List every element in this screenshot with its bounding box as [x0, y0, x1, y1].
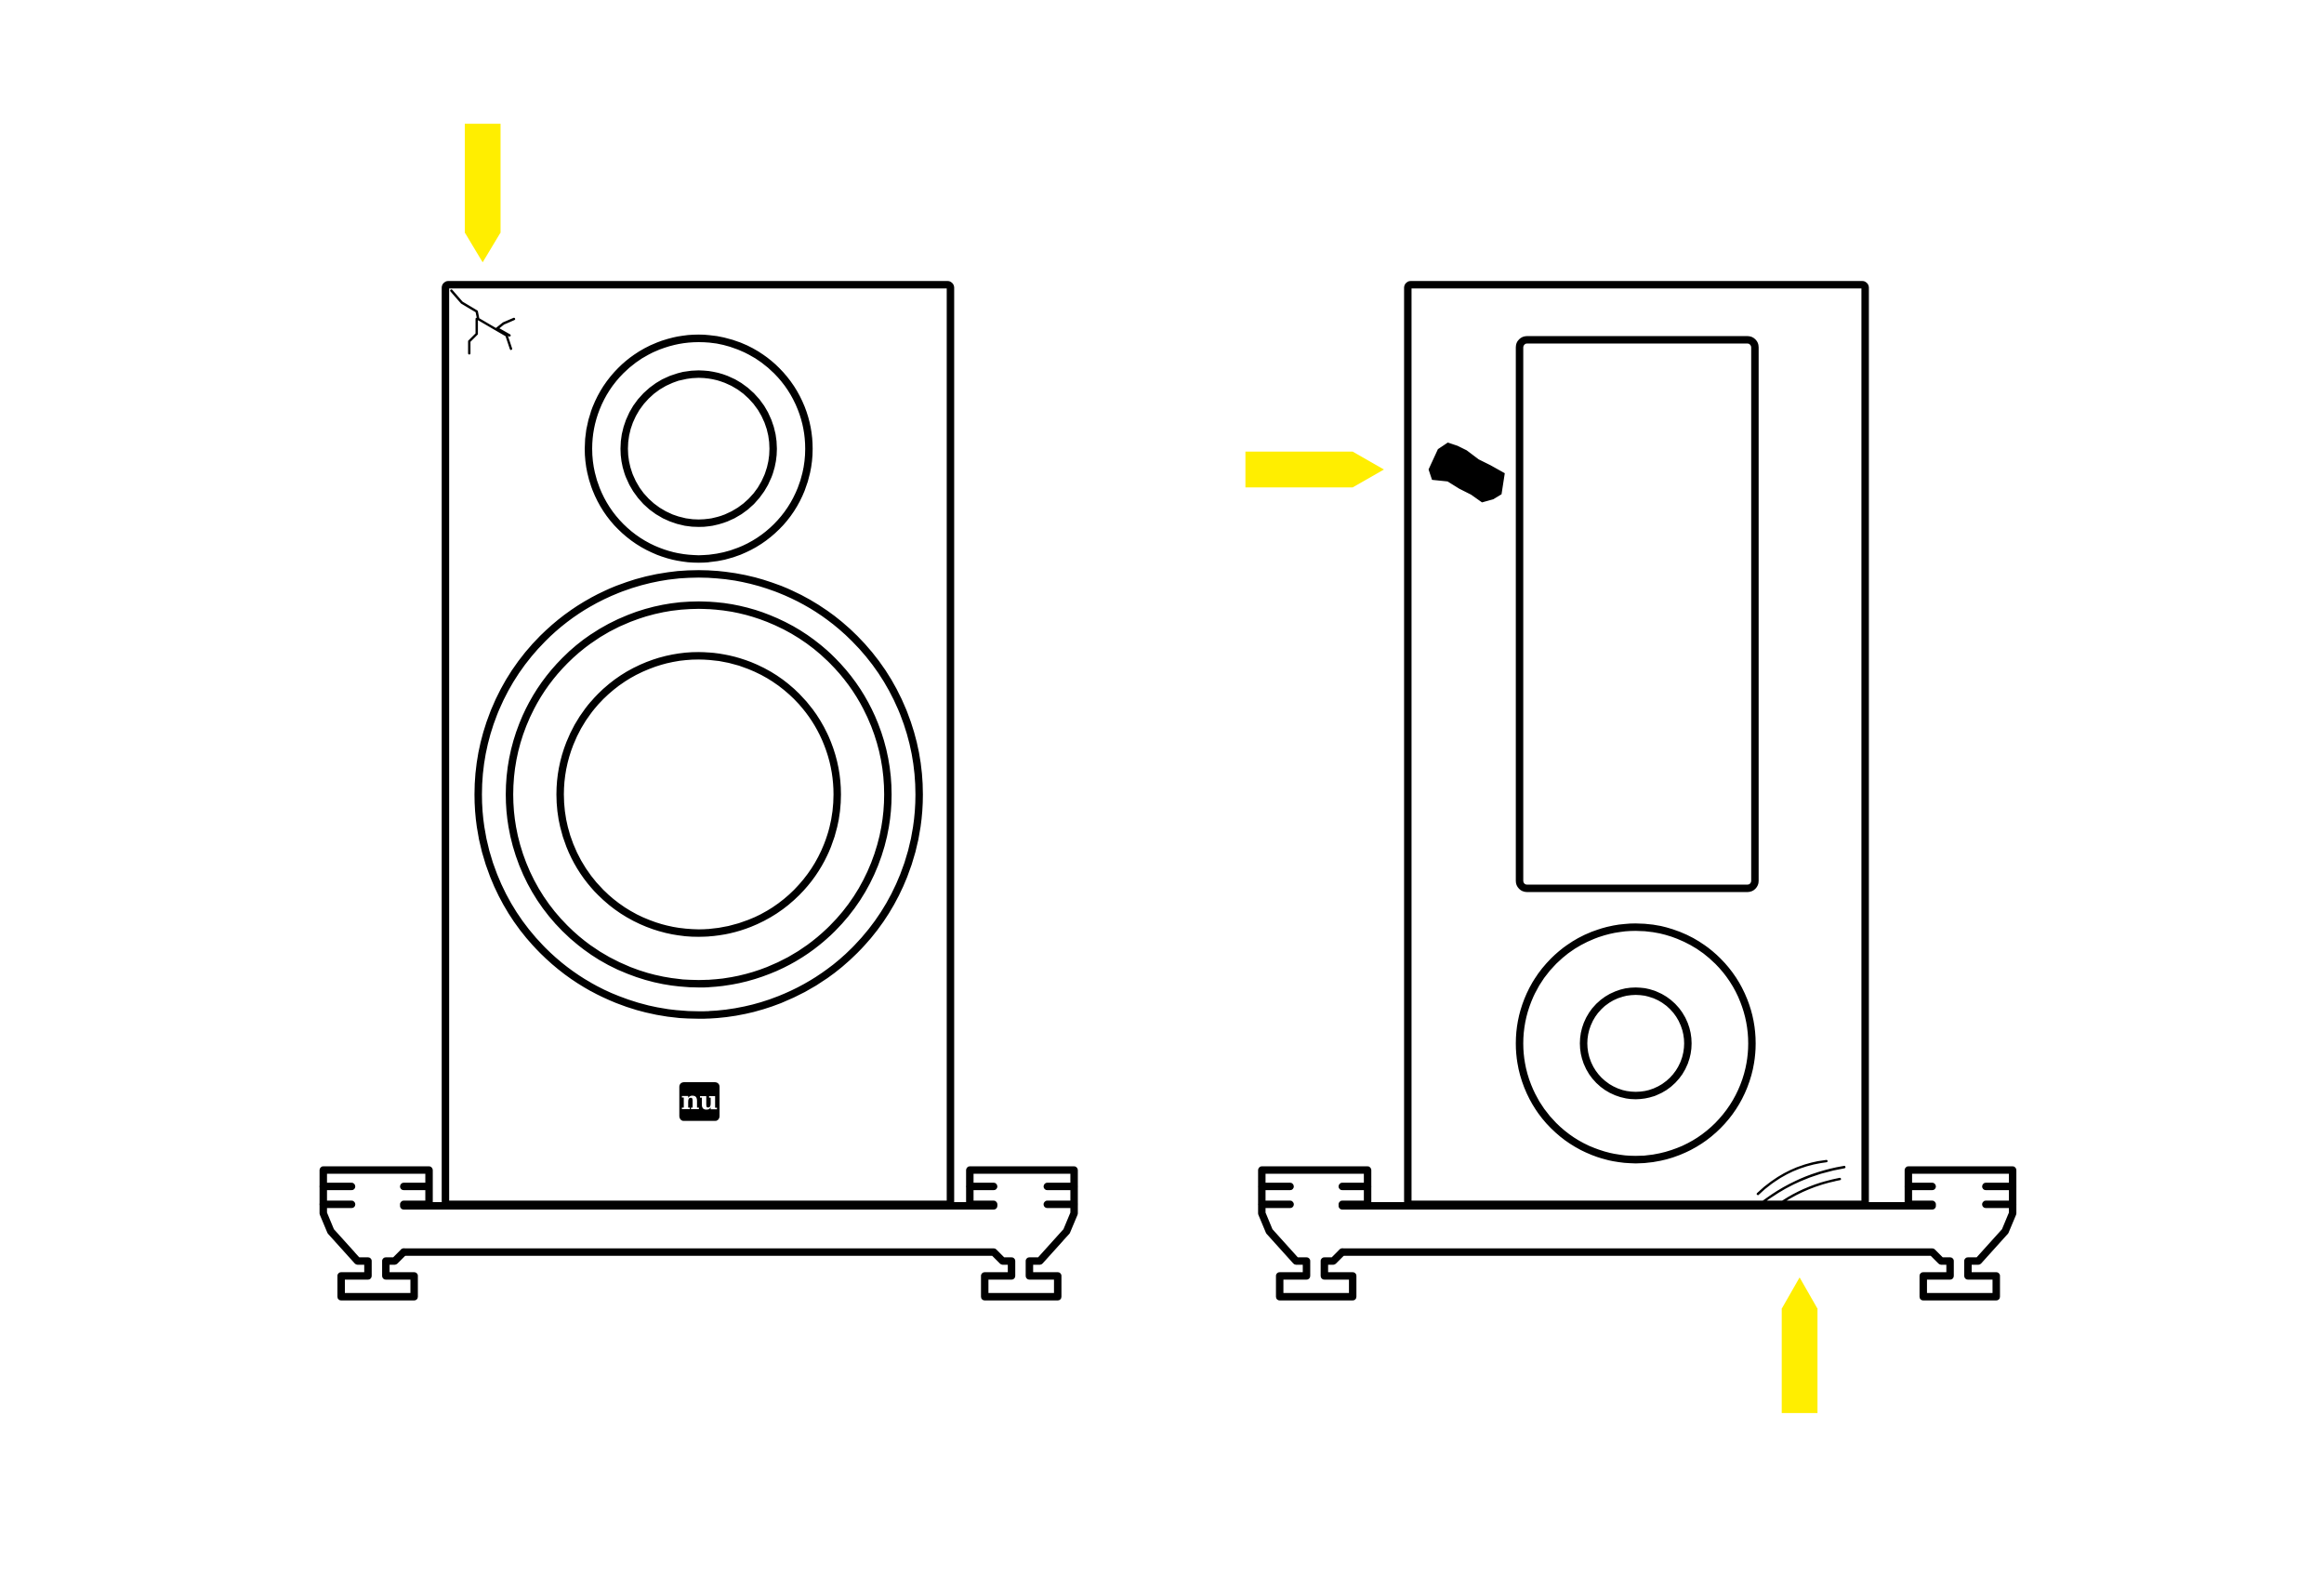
rear-speaker: [1261, 281, 2013, 1297]
woofer: [474, 570, 923, 1019]
rear-stand: [1261, 1171, 2013, 1297]
rear-panel: [1515, 336, 1759, 893]
arrow-down-icon: [465, 124, 501, 263]
scuff-mark: [1428, 442, 1505, 503]
front-stand: [324, 1171, 1075, 1297]
crack-mark: [450, 289, 516, 355]
arrow-up-icon: [1781, 1276, 1818, 1413]
brand-logo: nu: [679, 1081, 720, 1121]
scratch-marks: [1756, 1159, 1846, 1203]
front-cabinet: [442, 281, 955, 1209]
rear-cabinet: [1404, 281, 1869, 1209]
svg-text:nu: nu: [681, 1086, 719, 1116]
bass-port: [1515, 923, 1756, 1164]
tweeter: [585, 334, 813, 563]
arrow-right-icon: [1245, 451, 1384, 488]
front-speaker: nu: [324, 281, 1075, 1297]
